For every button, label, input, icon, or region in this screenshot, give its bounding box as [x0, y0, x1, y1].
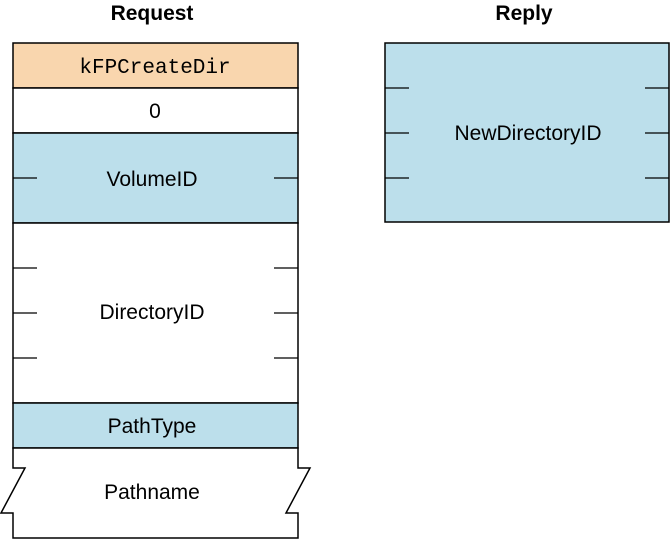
command-field-label: kFPCreateDir — [79, 57, 230, 80]
new-directory-id-field-label: NewDirectoryID — [454, 122, 601, 145]
pathname-field-label: Pathname — [104, 481, 200, 504]
volume-id-field: VolumeID — [12, 132, 299, 224]
reply-packet: NewDirectoryID — [384, 42, 670, 223]
volume-id-field-label: VolumeID — [106, 168, 197, 191]
path-type-field: PathType — [12, 402, 299, 449]
directory-id-field: DirectoryID — [12, 222, 299, 404]
request-title: Request — [111, 2, 194, 25]
command-field: kFPCreateDir — [12, 42, 299, 89]
directory-id-field-label: DirectoryID — [99, 301, 204, 324]
directory-id-field-box — [12, 222, 299, 404]
volume-id-field-box — [12, 132, 299, 224]
pad-field-label: 0 — [149, 100, 161, 123]
path-type-field-box — [12, 402, 299, 449]
pathname-field-box — [0, 447, 312, 539]
command-field-box — [12, 42, 299, 89]
request-packet: kFPCreateDir 0 VolumeID DirectoryID — [0, 42, 312, 539]
new-directory-id-field-box — [384, 42, 670, 223]
pathname-field: Pathname — [0, 447, 312, 539]
new-directory-id-field: NewDirectoryID — [384, 42, 670, 223]
pad-field: 0 — [12, 87, 299, 134]
reply-title: Reply — [495, 2, 553, 25]
path-type-field-label: PathType — [108, 415, 197, 438]
pad-field-box — [12, 87, 299, 134]
